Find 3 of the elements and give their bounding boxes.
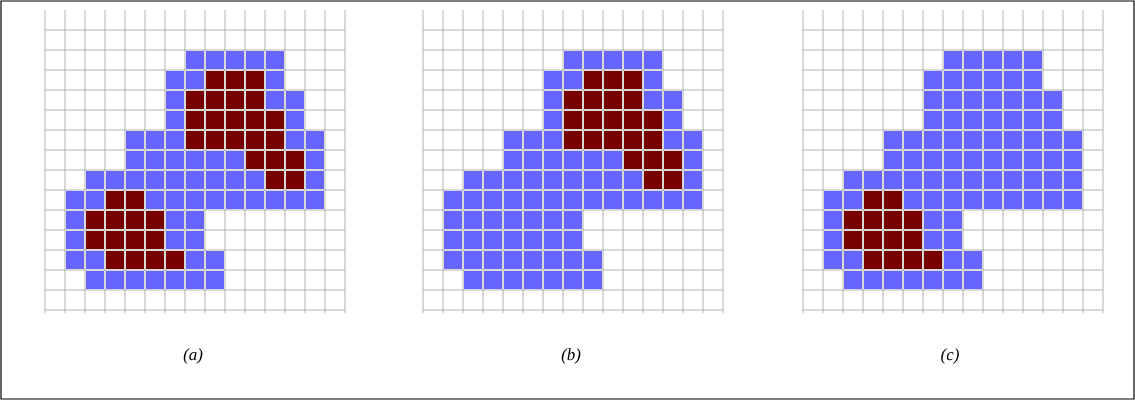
panel-label: (b) xyxy=(561,348,581,364)
panel-label: (a) xyxy=(183,348,203,364)
panel-label: (c) xyxy=(941,348,959,364)
